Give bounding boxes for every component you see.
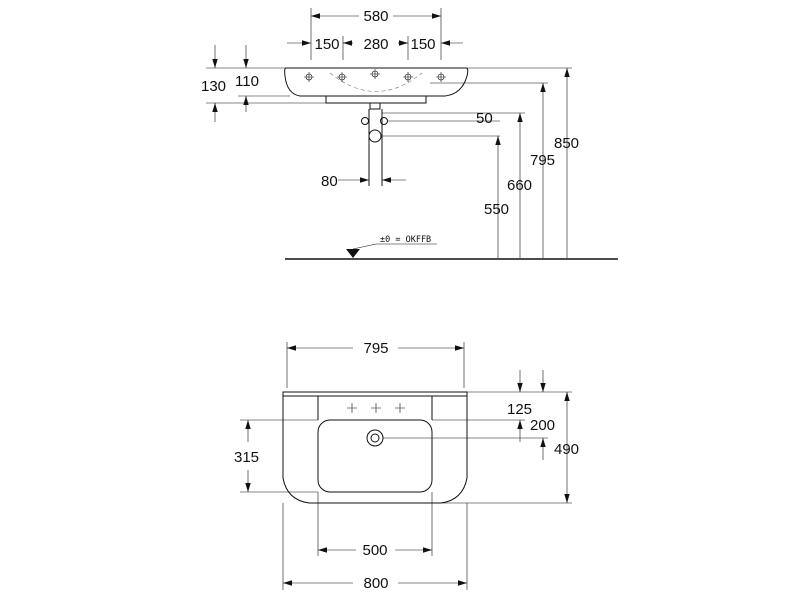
basin-rim — [284, 67, 469, 97]
dim-850: 850 — [554, 135, 579, 152]
top-view: 795 125 200 490 315 500 800 — [234, 340, 579, 592]
dim-150-right: 150 — [410, 36, 435, 53]
dim-550: 550 — [484, 201, 509, 218]
floor-level-symbol — [346, 249, 360, 258]
supply-valve-left — [361, 117, 369, 125]
tap-deck — [317, 396, 433, 420]
dim-50: 50 — [476, 110, 493, 127]
waste-outlet — [369, 102, 381, 110]
basin-inner-curve — [329, 72, 423, 92]
dim-315: 315 — [234, 449, 259, 466]
bowl-top — [317, 419, 433, 493]
dim-660: 660 — [507, 177, 532, 194]
dim-80: 80 — [321, 173, 338, 190]
trap-connection — [368, 129, 382, 143]
dim-150-left: 150 — [314, 36, 339, 53]
dim-490: 490 — [554, 441, 579, 458]
dim-795-width: 795 — [363, 340, 388, 357]
tap-hole-markers — [304, 69, 446, 82]
basin-bowl — [325, 96, 427, 104]
basin-outline-top — [282, 391, 468, 504]
dim-130: 130 — [201, 78, 226, 95]
dim-200: 200 — [530, 417, 555, 434]
dim-800: 800 — [363, 575, 388, 592]
tap-markers-top — [347, 403, 405, 413]
front-view: 580 150 280 150 130 110 50 550 660 795 — [201, 8, 618, 260]
dim-580: 580 — [363, 8, 388, 25]
dim-795-height: 795 — [530, 152, 555, 169]
drain-inner — [370, 433, 380, 443]
drain-outer — [366, 429, 384, 447]
dim-110: 110 — [235, 73, 259, 90]
floor-reference-label: ±0 = OKFFB — [380, 235, 431, 245]
dim-125: 125 — [507, 401, 532, 418]
supply-valve-right — [380, 117, 388, 125]
dim-280: 280 — [363, 36, 388, 53]
dim-500: 500 — [362, 542, 387, 559]
